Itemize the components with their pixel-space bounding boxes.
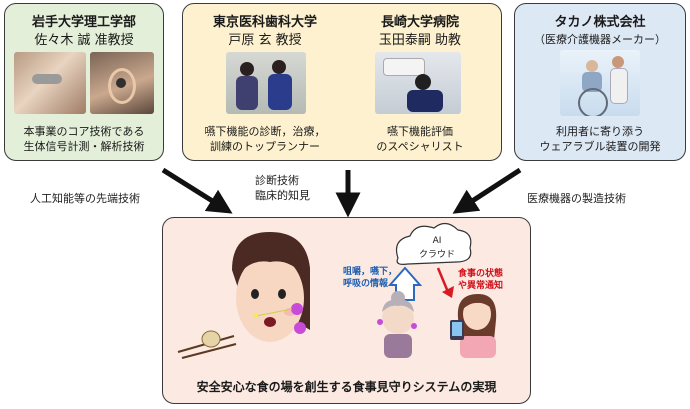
tmdu-person: 戸原 玄 教授	[228, 33, 302, 48]
tmdu-desc-2: 訓練のトップランナー	[210, 140, 320, 153]
nagasaki-desc-1: 嚥下機能評価	[387, 125, 453, 138]
arrow-right	[452, 167, 522, 214]
iwate-desc-1: 本事業のコア技術である	[23, 125, 145, 138]
tmdu-org: 東京医科歯科大学	[212, 15, 317, 30]
iwate-desc-2: 生体信号計測・解析技術	[23, 140, 145, 153]
takano-desc-1: 利用者に寄り添う	[556, 125, 644, 138]
nagasaki-desc-2: のスペシャリスト	[376, 140, 464, 153]
nagasaki-org: 長崎大学病院	[380, 15, 459, 30]
cloud-label-1: AI	[432, 236, 442, 246]
iwate-photo-right	[90, 52, 154, 114]
info-label-1: 咀嚼，嚥下，	[343, 267, 398, 277]
label-right: 医療機器の製造技術	[527, 192, 626, 205]
takano-org: タカノ株式会社	[554, 15, 646, 30]
arrow-left	[161, 167, 233, 214]
takano-desc-2: ウェアラブル装置の開発	[539, 140, 661, 153]
takano-photo	[560, 50, 640, 116]
system-caption: 安全安心な食の場を創生する食事見守りシステムの実現	[196, 380, 497, 394]
tmdu-photo	[226, 52, 306, 114]
cloud-label-2: クラウド	[418, 250, 455, 260]
label-center-1: 診断技術	[255, 174, 299, 187]
nagasaki-person: 玉田泰嗣 助教	[378, 33, 462, 48]
alert-label-1: 食事の状態	[458, 269, 504, 279]
label-center-2: 臨床的知見	[255, 189, 310, 202]
tmdu-desc-1: 嚥下機能の診断，治療，	[204, 125, 326, 138]
takano-sub: （医療介護機器メーカー）	[534, 33, 666, 46]
iwate-org: 岩手大学理工学部	[31, 15, 136, 30]
label-left: 人工知能等の先端技術	[30, 192, 140, 205]
alert-label-2: や異常通知	[458, 281, 504, 291]
nagasaki-photo	[375, 52, 461, 114]
info-label-2: 呼吸の情報	[343, 279, 389, 289]
iwate-photo-left	[14, 52, 86, 114]
iwate-person: 佐々木 誠 准教授	[34, 33, 134, 48]
